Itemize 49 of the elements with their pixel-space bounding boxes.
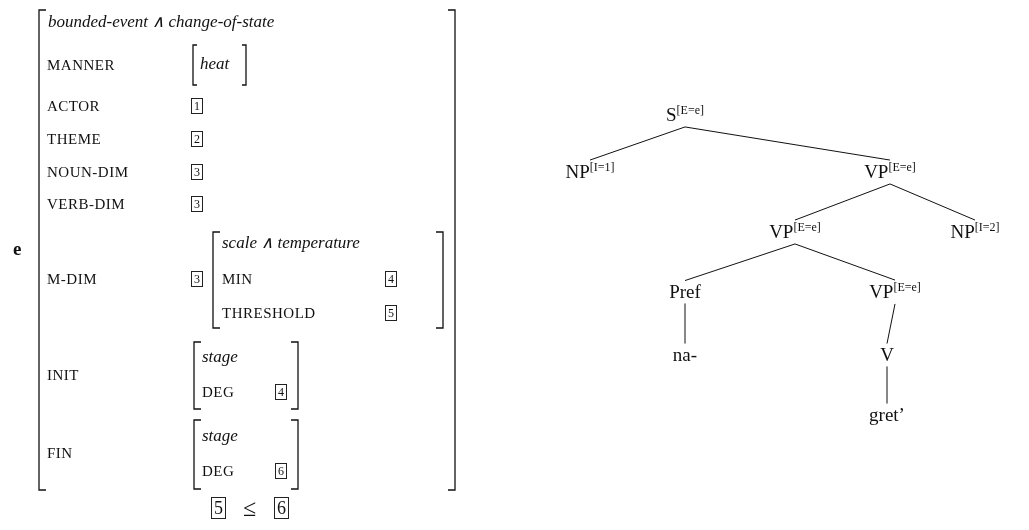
tree-branch	[886, 365, 888, 405]
coindex-tag: 4	[275, 384, 287, 400]
coindex-tag: 5	[385, 305, 397, 321]
tree-node-label: VP$^{[E=e]}$	[869, 280, 921, 304]
coindex-tag: 5	[211, 497, 226, 519]
feature-name: DEG	[202, 462, 235, 480]
feature-name: VERB-DIM	[47, 195, 126, 213]
coindex-tag: 6	[274, 497, 289, 519]
tree-node-label: NP$^{[I=1]}$	[565, 160, 615, 184]
tree-node-label: V	[880, 343, 894, 367]
feature-name: THEME	[47, 130, 102, 148]
coindex-tag: 1	[191, 98, 203, 114]
tree-branch	[889, 183, 976, 221]
tree-branch	[794, 183, 891, 221]
tree-branch	[684, 302, 686, 345]
tree-node-label: NP$^{[I=2]}$	[950, 220, 1000, 244]
tree-branch	[886, 303, 896, 345]
feature-name: DEG	[202, 383, 235, 401]
type-label: stage	[202, 347, 238, 367]
feature-name: THRESHOLD	[222, 304, 316, 322]
feature-name: FIN	[47, 444, 73, 462]
type-label: heat	[200, 54, 230, 74]
tree-branch	[684, 126, 891, 161]
tree-node-label: Pref	[669, 280, 701, 304]
tree-node-label: VP$^{[E=e]}$	[864, 160, 916, 184]
coindex-tag: 2	[191, 131, 203, 147]
coindex-tag: 6	[275, 463, 287, 479]
relation-symbol: ≤	[243, 494, 257, 522]
coindex-tag: 4	[385, 271, 397, 287]
tree-node-label: S$^{[E=e]}$	[666, 103, 704, 127]
feature-name: ACTOR	[47, 97, 101, 115]
feature-name: INIT	[47, 366, 79, 384]
feature-name: NOUN-DIM	[47, 163, 129, 181]
tree-node-label: VP$^{[E=e]}$	[769, 220, 821, 244]
coindex-tag: 3	[191, 271, 203, 287]
tree-branch	[684, 243, 796, 282]
tree-node-label: gret’	[869, 403, 905, 427]
variable-symbol: e	[13, 238, 22, 260]
type-label: bounded-event ∧ change-of-state	[48, 12, 275, 32]
feature-name: M-DIM	[47, 270, 97, 288]
feature-name: MIN	[222, 270, 253, 288]
type-label: stage	[202, 426, 238, 446]
tree-branch	[794, 243, 896, 281]
feature-name: MANNER	[47, 56, 115, 74]
coindex-tag: 3	[191, 164, 203, 180]
coindex-tag: 3	[191, 196, 203, 212]
tree-branch	[589, 126, 686, 161]
tree-node-label: na-	[672, 343, 698, 367]
type-label: scale ∧ temperature	[222, 233, 360, 253]
